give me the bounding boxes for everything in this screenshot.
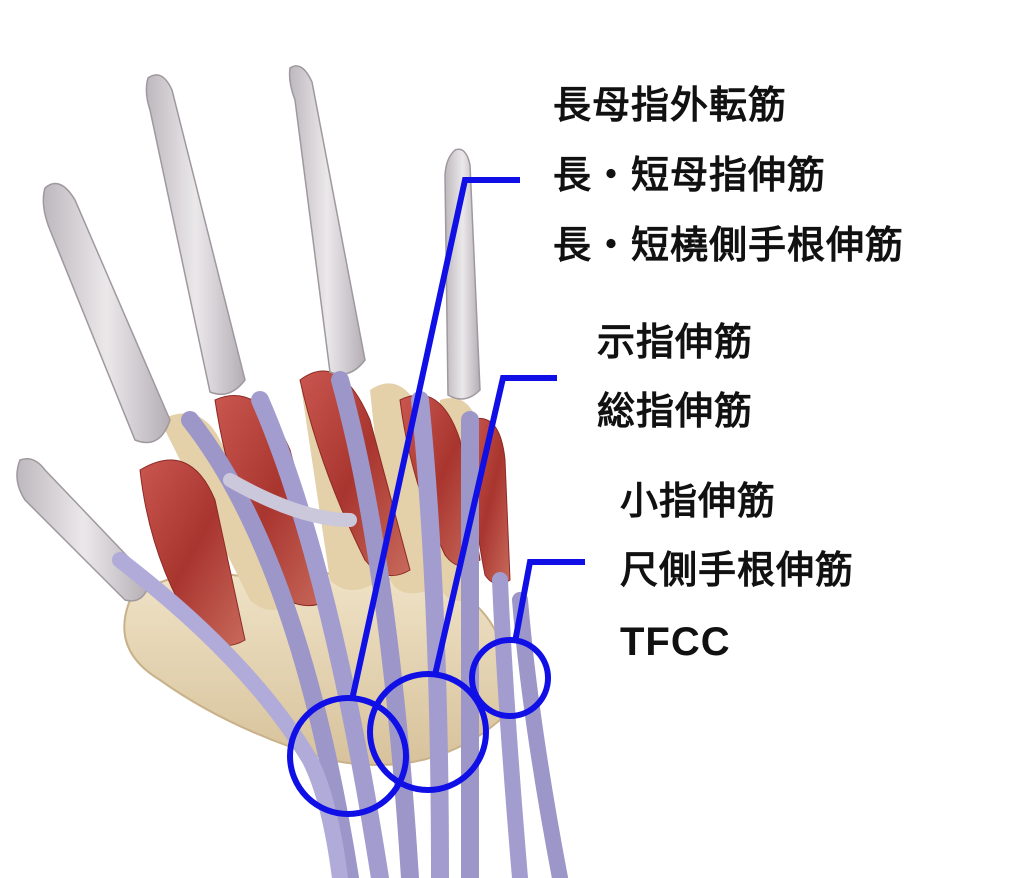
label-abductor-pollicis-longus: 長母指外転筋 [553,83,788,127]
label-extensor-pollicis: 長・短母指伸筋 [553,153,827,197]
label-extensor-carpi-radialis: 長・短橈側手根伸筋 [553,223,905,267]
label-extensor-digiti-minimi: 小指伸筋 [620,479,777,523]
label-extensor-indicis: 示指伸筋 [597,320,754,364]
label-extensor-carpi-ulnaris: 尺側手根伸筋 [620,548,855,592]
pointer-circle-radial [287,695,409,817]
tendon-layer [112,371,568,878]
label-tfcc: TFCC [620,620,731,664]
pointer-line-1 [349,177,520,701]
pointer-line-3 [512,559,585,643]
annotation-pointers [287,177,585,817]
pointer-circle-center [367,671,489,793]
label-extensor-digitorum: 総指伸筋 [597,389,754,433]
pointer-line-2 [432,375,557,676]
pointer-circle-ulnar [469,637,551,719]
